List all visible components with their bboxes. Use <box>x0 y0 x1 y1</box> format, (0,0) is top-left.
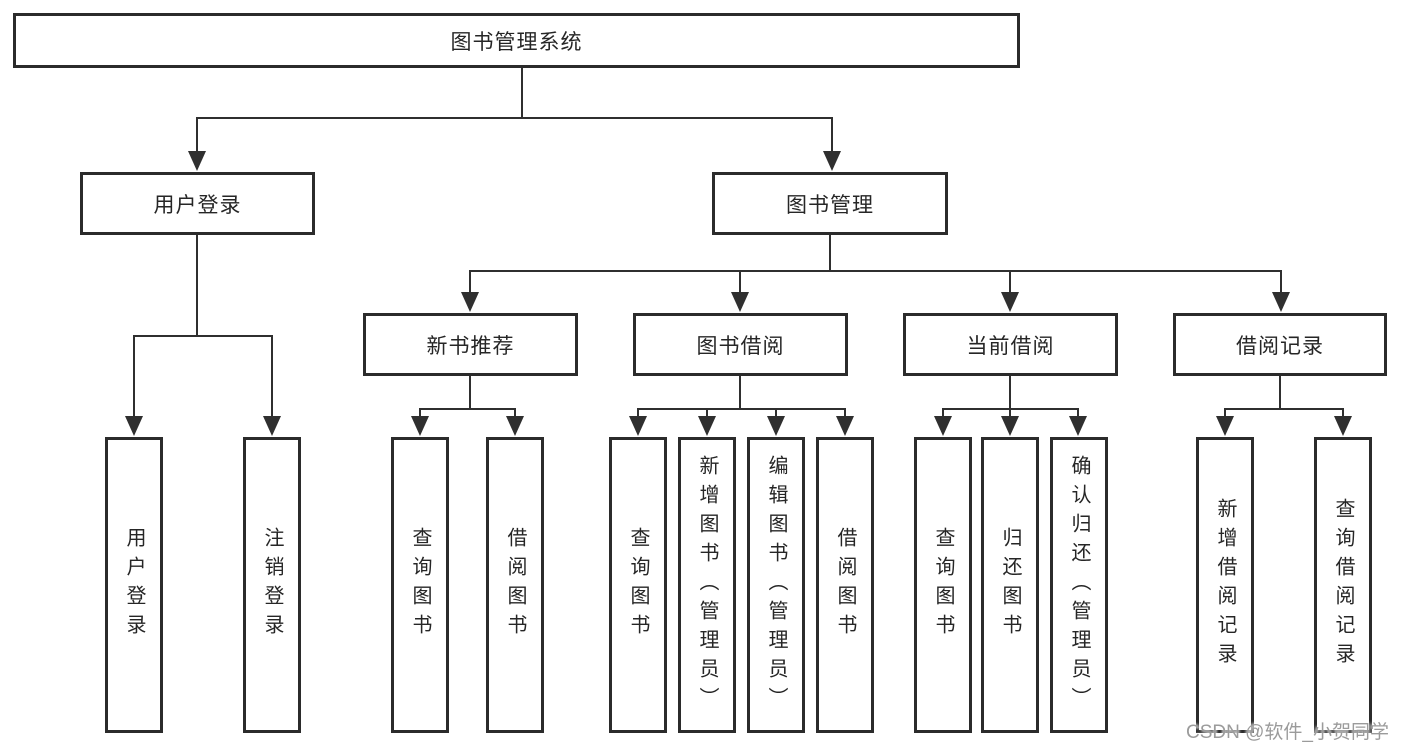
arrowhead-down-icon <box>461 292 479 312</box>
connector-newbook-hline <box>419 408 516 410</box>
connector-borrow-arm1 <box>637 408 639 418</box>
connector-bookmgmt-arm1 <box>469 270 471 294</box>
node-new-book-recommend: 新书推荐 <box>363 313 578 376</box>
node-book-borrow-label: 图书借阅 <box>696 334 785 358</box>
node-leaf-query-books-borrow: 查询图书 <box>609 437 667 733</box>
connector-userlogin-arm2 <box>271 335 273 417</box>
arrowhead-down-icon <box>1001 416 1019 436</box>
node-leaf-query-books-current: 查询图书 <box>914 437 972 733</box>
node-leaf-query-books-recommend-label: 查询图书 <box>409 527 431 643</box>
node-leaf-query-borrow-record: 查询借阅记录 <box>1314 437 1372 733</box>
arrowhead-down-icon <box>1001 292 1019 312</box>
connector-current-arm1 <box>942 408 944 418</box>
connector-records-arm2 <box>1342 408 1344 418</box>
arrowhead-down-icon <box>836 416 854 436</box>
node-leaf-confirm-return-admin: 确认归还（管理员） <box>1050 437 1108 733</box>
arrowhead-down-icon <box>263 416 281 436</box>
arrowhead-down-icon <box>1216 416 1234 436</box>
node-leaf-confirm-return-admin-label: 确认归还（管理员） <box>1068 454 1090 716</box>
node-leaf-return-book: 归还图书 <box>981 437 1039 733</box>
arrowhead-down-icon <box>1069 416 1087 436</box>
node-leaf-add-book-admin: 新增图书（管理员） <box>678 437 736 733</box>
arrowhead-down-icon <box>1334 416 1352 436</box>
connector-root-arm-right <box>831 117 833 154</box>
connector-borrow-arm2 <box>706 408 708 418</box>
node-leaf-user-login-label: 用户登录 <box>123 527 145 643</box>
connector-current-arm3 <box>1077 408 1079 418</box>
connector-records-hline <box>1224 408 1344 410</box>
node-user-login-label: 用户登录 <box>153 193 242 217</box>
connector-current-arm2 <box>1009 408 1011 418</box>
node-leaf-query-borrow-record-label: 查询借阅记录 <box>1332 498 1354 672</box>
connector-bookmgmt-hline <box>469 270 1282 272</box>
node-book-management-label: 图书管理 <box>786 193 874 217</box>
arrowhead-down-icon <box>698 416 716 436</box>
node-book-management: 图书管理 <box>712 172 948 235</box>
connector-records-arm1 <box>1224 408 1226 418</box>
node-borrow-records: 借阅记录 <box>1173 313 1387 376</box>
arrowhead-down-icon <box>731 292 749 312</box>
node-leaf-add-borrow-record: 新增借阅记录 <box>1196 437 1254 733</box>
arrowhead-down-icon <box>411 416 429 436</box>
connector-borrow-arm3 <box>775 408 777 418</box>
node-leaf-return-book-label: 归还图书 <box>999 527 1021 643</box>
arrowhead-down-icon <box>934 416 952 436</box>
connector-userlogin-vline <box>196 235 198 336</box>
connector-bookmgmt-arm3 <box>1009 270 1011 294</box>
node-leaf-borrow-books: 借阅图书 <box>816 437 874 733</box>
connector-bookmgmt-vline <box>829 235 831 272</box>
node-new-book-recommend-label: 新书推荐 <box>426 334 515 358</box>
node-leaf-query-books-borrow-label: 查询图书 <box>627 527 649 643</box>
connector-borrow-vline <box>739 376 741 410</box>
node-root-label: 图书管理系统 <box>450 30 583 54</box>
node-borrow-records-label: 借阅记录 <box>1236 334 1324 358</box>
node-leaf-logout-label: 注销登录 <box>261 527 283 643</box>
node-current-borrow-label: 当前借阅 <box>966 334 1055 358</box>
connector-newbook-arm1 <box>419 408 421 418</box>
arrowhead-down-icon <box>823 151 841 171</box>
arrowhead-down-icon <box>767 416 785 436</box>
connector-borrow-hline <box>637 408 846 410</box>
watermark-csdn: CSDN @软件_小贺同学 <box>1186 722 1389 743</box>
connector-root-vline <box>521 68 523 118</box>
node-user-login: 用户登录 <box>80 172 315 235</box>
node-leaf-edit-book-admin: 编辑图书（管理员） <box>747 437 805 733</box>
connector-bookmgmt-arm2 <box>739 270 741 294</box>
node-leaf-borrow-books-recommend-label: 借阅图书 <box>504 527 526 643</box>
connector-current-vline <box>1009 376 1011 410</box>
node-leaf-edit-book-admin-label: 编辑图书（管理员） <box>765 454 787 716</box>
node-leaf-logout: 注销登录 <box>243 437 301 733</box>
node-leaf-add-book-admin-label: 新增图书（管理员） <box>696 454 718 716</box>
connector-bookmgmt-arm4 <box>1280 270 1282 294</box>
connector-userlogin-arm1 <box>133 335 135 417</box>
connector-userlogin-hline <box>133 335 273 337</box>
connector-borrow-arm4 <box>844 408 846 418</box>
node-current-borrow: 当前借阅 <box>903 313 1118 376</box>
node-leaf-query-books-current-label: 查询图书 <box>932 527 954 643</box>
node-root: 图书管理系统 <box>13 13 1020 68</box>
arrowhead-down-icon <box>188 151 206 171</box>
node-leaf-add-borrow-record-label: 新增借阅记录 <box>1214 498 1236 672</box>
connector-root-hline <box>196 117 833 119</box>
node-leaf-user-login: 用户登录 <box>105 437 163 733</box>
arrowhead-down-icon <box>506 416 524 436</box>
arrowhead-down-icon <box>629 416 647 436</box>
node-leaf-borrow-books-label: 借阅图书 <box>834 527 856 643</box>
connector-newbook-arm2 <box>514 408 516 418</box>
connector-root-arm-left <box>196 117 198 154</box>
node-leaf-borrow-books-recommend: 借阅图书 <box>486 437 544 733</box>
connector-records-vline <box>1279 376 1281 410</box>
connector-newbook-vline <box>469 376 471 410</box>
node-book-borrow: 图书借阅 <box>633 313 848 376</box>
arrowhead-down-icon <box>1272 292 1290 312</box>
arrowhead-down-icon <box>125 416 143 436</box>
node-leaf-query-books-recommend: 查询图书 <box>391 437 449 733</box>
